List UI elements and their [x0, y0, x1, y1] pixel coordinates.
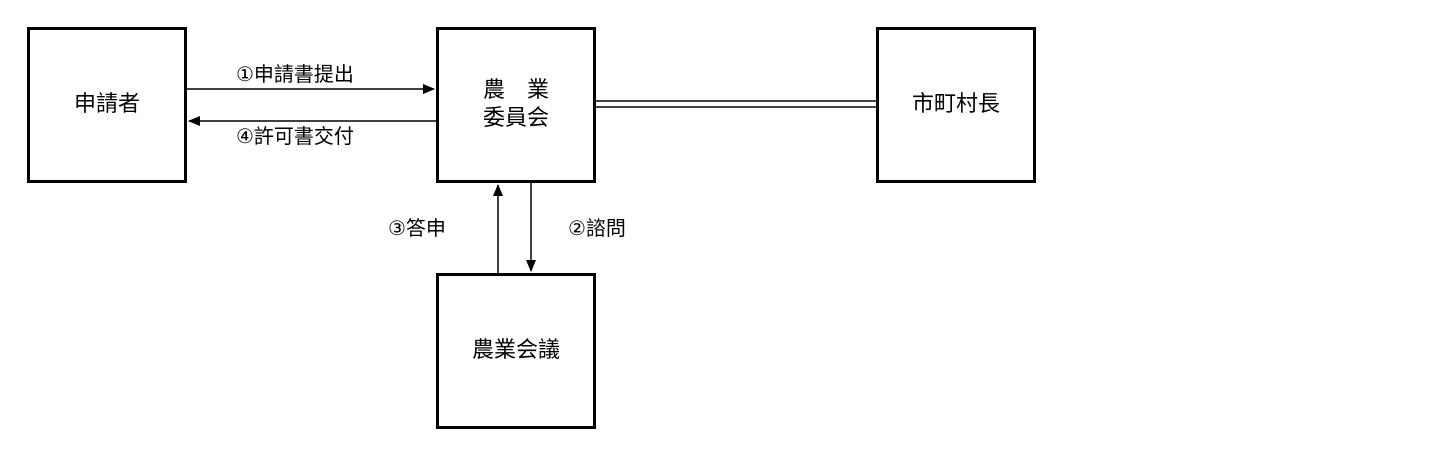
agricultural-committee-label-line2: 委員会: [482, 106, 549, 131]
applicant-label: 申請者: [73, 92, 140, 117]
step3-label: ③答申: [388, 216, 446, 240]
agricultural-council-box: 農業会議: [436, 273, 596, 429]
step4-label: ④許可書交付: [236, 124, 354, 148]
step2-label: ②諮問: [568, 216, 626, 240]
mayor-label: 市町村長: [911, 92, 1000, 117]
agricultural-committee-box: 農 業 委員会: [436, 27, 596, 183]
agricultural-committee-label-line1: 農 業: [482, 78, 549, 103]
applicant-box: 申請者: [27, 27, 187, 183]
agricultural-council-label: 農業会議: [471, 338, 560, 363]
step1-label: ①申請書提出: [236, 62, 354, 86]
mayor-box: 市町村長: [876, 27, 1036, 183]
